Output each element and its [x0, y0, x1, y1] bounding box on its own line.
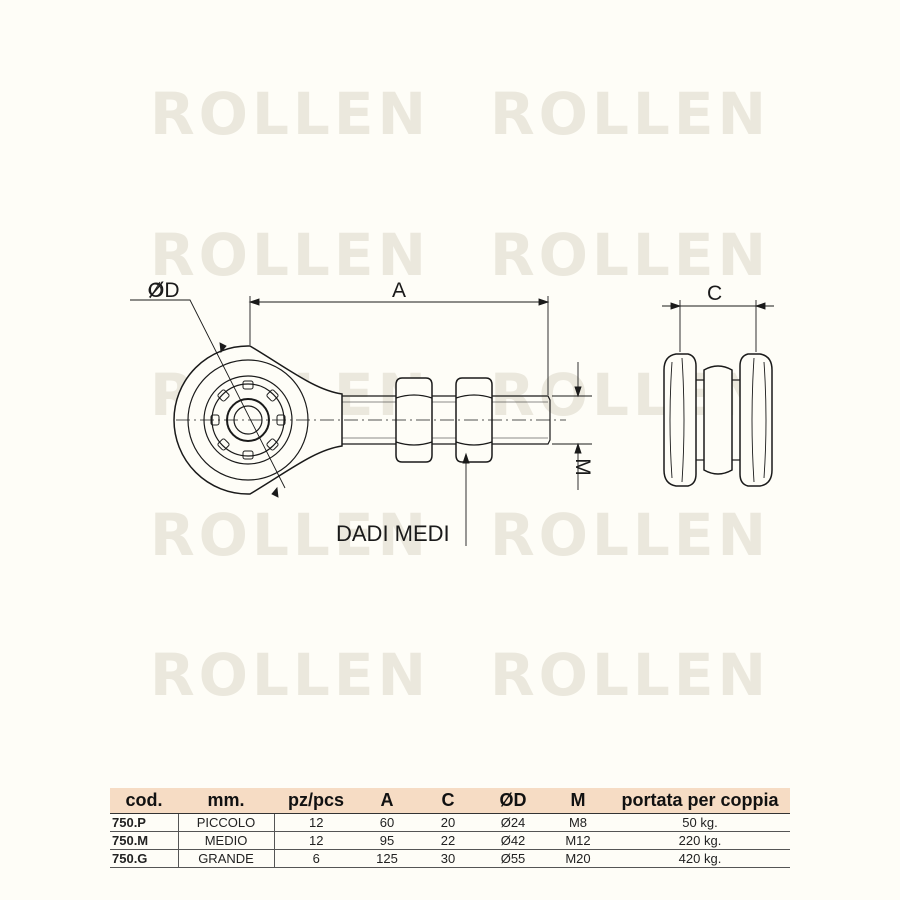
table-row: 750.G GRANDE 6 125 30 Ø55 M20 420 kg. — [110, 849, 790, 868]
cell-d: Ø55 — [480, 849, 546, 868]
cell-a: 125 — [358, 849, 416, 868]
cell-c: 30 — [416, 849, 480, 868]
cell-pcs: 12 — [273, 813, 358, 832]
cell-m: M12 — [546, 831, 610, 850]
header-d: ØD — [480, 788, 546, 814]
wheel-side-view — [663, 353, 773, 487]
cell-m: M8 — [546, 813, 610, 832]
cell-m: M20 — [546, 849, 610, 868]
label-length: A — [392, 279, 406, 302]
label-thread: M — [571, 458, 594, 476]
cell-code: 750.P — [110, 813, 178, 832]
spec-table: cod. mm. pz/pcs A C ØD M portata per cop… — [110, 788, 790, 868]
header-pz: pz/pcs — [274, 788, 358, 814]
cell-a: 60 — [358, 813, 416, 832]
cell-c: 22 — [416, 831, 480, 850]
cell-load: 420 kg. — [610, 849, 790, 868]
cell-size: PICCOLO — [177, 813, 274, 832]
header-m: M — [546, 788, 610, 814]
table-row: 750.M MEDIO 12 95 22 Ø42 M12 220 kg. — [110, 831, 790, 850]
hex-nut-1 — [395, 377, 433, 463]
cell-d: Ø42 — [480, 831, 546, 850]
cell-size: MEDIO — [177, 831, 274, 850]
header-a: A — [358, 788, 416, 814]
cell-code: 750.M — [110, 831, 178, 850]
header-cod: cod. — [110, 788, 178, 814]
label-width: C — [707, 282, 722, 305]
dimension-a — [248, 296, 550, 395]
header-c: C — [416, 788, 480, 814]
dimension-c — [662, 300, 774, 352]
header-portata: portata per coppia — [610, 788, 790, 814]
cell-a: 95 — [358, 831, 416, 850]
cell-load: 50 kg. — [610, 813, 790, 832]
header-mm: mm. — [178, 788, 274, 814]
cell-pcs: 6 — [273, 849, 358, 868]
cell-code: 750.G — [110, 849, 178, 868]
dimension-m — [552, 362, 592, 490]
cell-c: 20 — [416, 813, 480, 832]
cell-size: GRANDE — [177, 849, 274, 868]
cell-d: Ø24 — [480, 813, 546, 832]
cell-load: 220 kg. — [610, 831, 790, 850]
bearing-balls — [210, 380, 286, 460]
label-diameter: ØD — [148, 279, 180, 302]
label-nuts: DADI MEDI — [336, 521, 450, 546]
cell-pcs: 12 — [273, 831, 358, 850]
dimension-d — [130, 281, 286, 498]
nuts-leader — [462, 452, 470, 546]
table-header-row: cod. mm. pz/pcs A C ØD M portata per cop… — [110, 788, 790, 814]
table-row: 750.P PICCOLO 12 60 20 Ø24 M8 50 kg. — [110, 813, 790, 832]
